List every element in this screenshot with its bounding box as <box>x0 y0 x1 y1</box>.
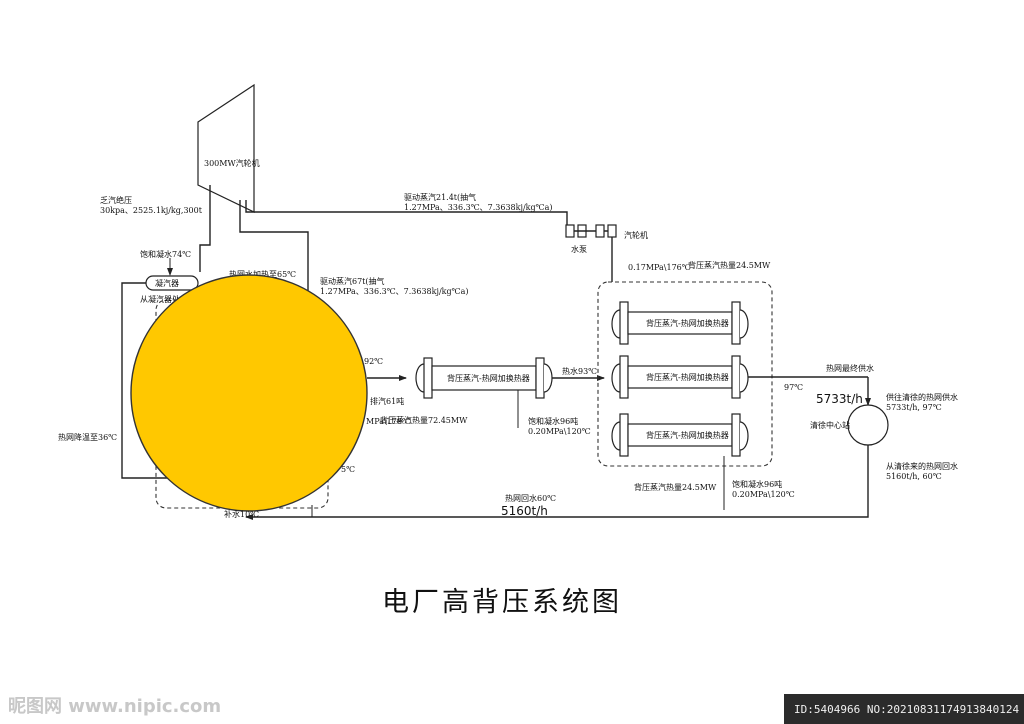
hx-group-dashed-boundary <box>597 281 773 467</box>
sat96b-label: 饱和凝水96吨 <box>732 479 782 489</box>
sat96a-label: 饱和凝水96吨 <box>528 416 578 426</box>
pump-label: 水泵 <box>571 244 587 254</box>
image-id-bar <box>784 694 1024 724</box>
condenser-label: 凝汽器 <box>155 278 179 288</box>
pump-assembly <box>565 224 617 238</box>
mpa-176-label: MPa\176℃ <box>366 417 411 426</box>
sat96b-params: 0.20MPa\120℃ <box>732 490 795 499</box>
steam67-title: 驱动蒸汽67t(抽气 <box>320 276 385 286</box>
hx4-label: 背压蒸汽-热网加换热器 <box>646 430 729 440</box>
net-return-loop <box>121 282 170 479</box>
drive-steam-title: 驱动蒸汽21.4t(抽气 <box>404 192 476 202</box>
bp-heat-top-label: 背压蒸汽热量24.5MW <box>688 260 771 270</box>
flow-5733-label: 5733t/h <box>816 392 863 406</box>
return-params: 5160t/h, 60℃ <box>886 472 942 481</box>
supply-params: 5733t/h, 97℃ <box>886 403 942 412</box>
central-station-shape <box>847 404 889 446</box>
small-turbine-label: 汽轮机 <box>624 230 648 240</box>
final-supply-label: 热网最终供水 <box>826 363 874 373</box>
heat-to-65-label: 热网水加热至65℃ <box>229 269 296 279</box>
hot-water-93-label: 热水93℃ <box>562 366 597 376</box>
heat-exchanger-1 <box>415 357 553 399</box>
exhaust-61-label: 排汽61吨 <box>370 396 404 406</box>
net-cooled-36-label: 热网降温至36℃ <box>58 432 117 442</box>
makeup-water-label: 补水10℃ <box>224 509 259 519</box>
net-return-pipe <box>245 445 869 520</box>
hx3-label: 背压蒸汽-热网加换热器 <box>646 372 729 382</box>
return-title: 从清徐来的热网回水 <box>886 461 958 471</box>
extraction-steam-pipe <box>239 200 309 300</box>
mpa-017-label: 0.17MPa\176℃ <box>628 263 691 272</box>
hx1-label: 背压蒸汽-热网加换热器 <box>447 373 530 383</box>
temp-55-label: 5℃ <box>341 465 355 474</box>
exhaust-title: 乏汽绝压 <box>100 195 132 205</box>
return-60-label: 热网回水60℃ <box>505 493 556 503</box>
temp-92-label: 92℃ <box>364 357 383 366</box>
diagram-title: 电厂高背压系统图 <box>382 587 622 618</box>
overlay-circle <box>130 274 368 512</box>
turbine-label: 300MW汽轮机 <box>204 158 260 168</box>
watermark: 昵图网 www.nipic.com <box>8 696 221 717</box>
exhaust-pipe <box>199 185 211 272</box>
sat-water-74-label: 饱和凝水74℃ <box>140 249 191 259</box>
station-label: 清徐中心站 <box>810 420 850 430</box>
drive-steam-params: 1.27MPa、336.3℃、7.3638kj/kg℃a) <box>404 203 552 212</box>
bp-heat-bottom-label: 背压蒸汽热量24.5MW <box>634 482 717 492</box>
hx1-heat-label: 背压蒸汽热量72.45MW <box>380 415 468 425</box>
heat-exchanger-2 <box>611 301 749 345</box>
steam67-params: 1.27MPa、336.3℃、7.3638kj/kg℃a) <box>320 287 468 296</box>
heat-exchanger-4 <box>611 413 749 457</box>
main-turbine-shape <box>197 83 255 213</box>
heat-exchanger-3 <box>611 355 749 399</box>
image-id-label: ID:5404966 NO:20210831174913840124 <box>794 703 1020 716</box>
supply-title: 供往清徐的热网供水 <box>886 392 958 402</box>
sat96a-params: 0.20MPa\120℃ <box>528 427 591 436</box>
hx2-label: 背压蒸汽-热网加换热器 <box>646 318 729 328</box>
temp-97-label: 97℃ <box>784 383 803 392</box>
exhaust-params: 30kpa、2525.1kj/kg,300t <box>100 206 203 215</box>
flow-5160-label: 5160t/h <box>501 504 548 518</box>
from-condenser-label: 从凝汽器处 <box>140 294 180 304</box>
drive-steam-pipe <box>245 200 568 226</box>
